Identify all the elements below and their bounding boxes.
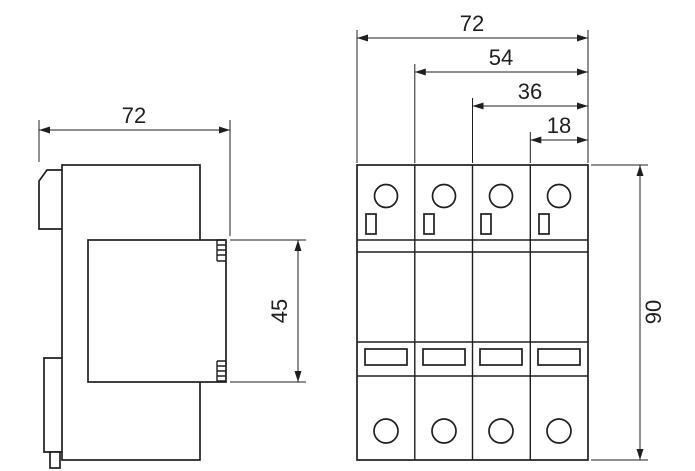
dim-front-height: 90 — [591, 164, 666, 461]
front-view — [356, 164, 589, 461]
arrowhead-right-icon — [577, 102, 588, 110]
arrowhead-right-icon — [577, 34, 588, 42]
arrowhead-right-icon — [577, 68, 588, 76]
side-module-block-outline — [87, 239, 227, 383]
wire-clamp-icon — [480, 213, 492, 235]
label-window — [537, 348, 581, 366]
arrowhead-left-icon — [357, 34, 368, 42]
arrowhead-right-icon — [219, 126, 230, 134]
terminal-screw-top-icon — [488, 183, 514, 209]
side-clip-foot-icon — [49, 451, 61, 469]
dim-front-width-2-modules-label: 36 — [518, 79, 542, 104]
dim-front-width-2-modules: 36 — [472, 79, 588, 163]
label-window — [364, 348, 408, 366]
terminal-screw-bottom-icon — [546, 418, 572, 444]
terminal-screw-top-icon — [546, 183, 572, 209]
arrowhead-left-icon — [414, 68, 426, 76]
dim-front-height-label: 90 — [641, 300, 666, 324]
arrowhead-bottom-icon — [294, 371, 302, 382]
module-1 — [364, 183, 408, 444]
arrowhead-right-icon — [577, 136, 588, 144]
arrowhead-top-icon — [636, 165, 644, 176]
dim-front-width-3-modules: 54 — [414, 45, 588, 163]
dim-side-module-height: 45 — [230, 239, 306, 383]
dim-side-width: 72 — [38, 103, 231, 236]
module-3 — [479, 183, 523, 444]
arrowhead-left-icon — [39, 126, 50, 134]
dim-front-overall-width-label: 72 — [460, 11, 484, 36]
dim-side-module-height-label: 45 — [267, 299, 292, 323]
terminal-screw-top-icon — [373, 183, 399, 209]
side-view — [38, 164, 227, 469]
dim-front-overall-width: 72 — [356, 11, 589, 163]
wire-clamp-icon — [423, 213, 435, 235]
label-window — [479, 348, 523, 366]
terminal-screw-bottom-icon — [488, 418, 514, 444]
terminal-screw-bottom-icon — [373, 418, 399, 444]
arrowhead-bottom-icon — [636, 449, 644, 460]
vent-serrations-bottom-icon — [216, 360, 226, 382]
side-din-clip-bottom-icon — [43, 357, 62, 453]
dim-front-width-1-module: 18 — [529, 113, 588, 163]
wire-clamp-icon — [538, 213, 550, 235]
vent-serrations-top-icon — [216, 239, 226, 262]
arrowhead-left-icon — [530, 136, 542, 144]
dim-front-width-1-module-label: 18 — [547, 113, 571, 138]
terminal-screw-top-icon — [431, 183, 457, 209]
terminal-screw-bottom-icon — [431, 418, 457, 444]
dim-front-width-3-modules-label: 54 — [489, 45, 513, 70]
label-window — [422, 348, 466, 366]
arrowhead-top-icon — [294, 240, 302, 251]
arrowhead-left-icon — [472, 102, 484, 110]
dim-side-width-label: 72 — [122, 103, 146, 128]
side-din-clip-top-icon — [38, 169, 62, 230]
wire-clamp-icon — [365, 213, 377, 235]
module-4 — [537, 183, 581, 444]
module-2 — [422, 183, 466, 444]
